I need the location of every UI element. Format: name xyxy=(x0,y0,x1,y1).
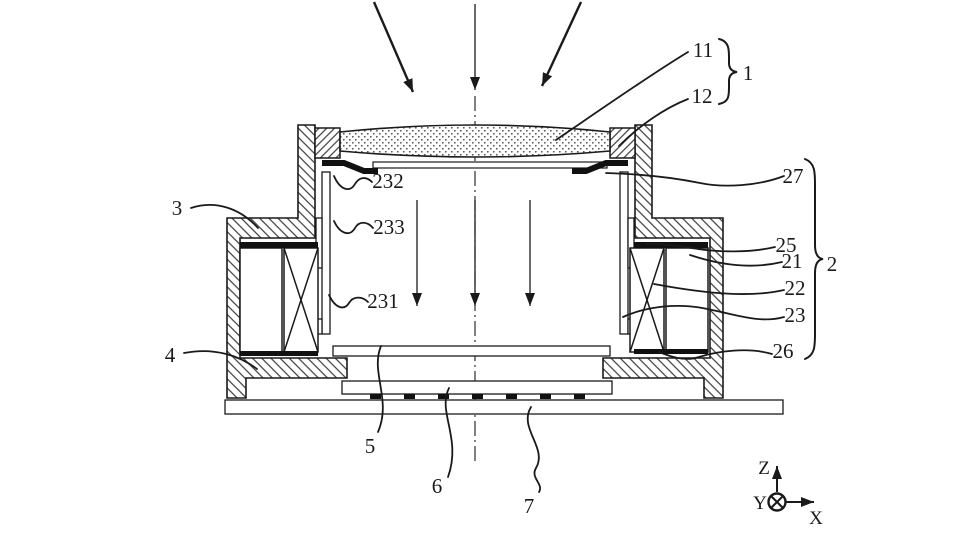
solder-bump xyxy=(370,394,381,399)
lens-element xyxy=(339,124,611,158)
leader-26 xyxy=(658,349,773,360)
ref-label-232: 232 xyxy=(372,169,404,193)
lens-clamp-right xyxy=(609,127,636,159)
ref-label-12: 12 xyxy=(692,84,713,108)
ref-label-27: 27 xyxy=(783,164,804,188)
spring-bottom-left xyxy=(240,351,318,356)
internal-ray-arrows xyxy=(412,200,535,306)
leader-21 xyxy=(689,254,783,267)
lens-clamp-left xyxy=(314,127,341,159)
ref-label-1: 1 xyxy=(743,61,754,85)
gasket-right xyxy=(572,160,628,174)
axis-label-y: Y xyxy=(753,493,767,514)
y-axis-cross-2 xyxy=(770,495,784,509)
ref-label-3: 3 xyxy=(172,196,183,220)
ref-label-23: 23 xyxy=(785,303,806,327)
axis-label-z: Z xyxy=(758,458,770,479)
actuator-left xyxy=(239,247,319,353)
magnet-left xyxy=(239,247,283,353)
ref-label-22: 22 xyxy=(785,276,806,300)
leader-22 xyxy=(653,283,785,295)
frame-bar-right xyxy=(619,171,629,335)
solder-bump xyxy=(540,394,551,399)
ref-label-233: 233 xyxy=(373,215,405,239)
leader-3 xyxy=(190,204,259,229)
lens-barrel-clamps xyxy=(314,127,636,159)
magnet-right xyxy=(665,247,709,353)
leader-6 xyxy=(444,387,454,478)
solder-bump xyxy=(404,394,415,399)
coil-left-diag2 xyxy=(283,247,319,353)
ref-label-231: 231 xyxy=(367,289,399,313)
coil-right-diag2 xyxy=(629,247,665,353)
outer-housing xyxy=(226,124,724,399)
axis-label-x: X xyxy=(809,508,823,529)
ref-label-6: 6 xyxy=(432,474,443,498)
ref-label-7: 7 xyxy=(524,494,535,518)
ref-label-11: 11 xyxy=(693,38,713,62)
spring-bottom-right xyxy=(634,349,708,354)
light-arrow-right xyxy=(540,1,583,87)
circuit-board xyxy=(224,399,784,415)
spring-top-left xyxy=(240,242,318,248)
sensor-stack xyxy=(224,345,784,415)
solder-bump xyxy=(574,394,585,399)
grouping-braces xyxy=(718,38,824,360)
leader-lines xyxy=(183,51,785,493)
incident-light-arrows xyxy=(372,1,583,93)
leader-233 xyxy=(333,220,374,235)
ref-label-25: 25 xyxy=(776,233,797,257)
gasket-left xyxy=(322,160,378,174)
solder-bump xyxy=(438,394,449,399)
light-arrow-left xyxy=(372,1,415,93)
reference-numerals: 11 12 1 27 25 21 2 22 23 26 3 232 233 23… xyxy=(165,38,838,518)
leader-231 xyxy=(328,294,369,309)
ref-label-21: 21 xyxy=(782,249,803,273)
leader-23 xyxy=(622,304,785,321)
leader-7 xyxy=(526,406,541,493)
leader-27 xyxy=(605,172,785,187)
ref-label-2: 2 xyxy=(827,252,838,276)
ref-label-4: 4 xyxy=(165,343,176,367)
housing-right-wall xyxy=(602,124,724,399)
under-lens-plate xyxy=(372,161,608,169)
leader-232 xyxy=(333,175,373,191)
coordinate-system: Z Y X xyxy=(753,458,823,529)
brace-group-2 xyxy=(804,158,824,360)
frame-bar-left xyxy=(321,171,331,335)
leader-11 xyxy=(555,51,689,141)
brace-group-1 xyxy=(718,38,738,105)
leader-12 xyxy=(618,98,689,147)
actuator-right xyxy=(629,247,709,353)
filter-plate xyxy=(332,345,611,357)
solder-bumps xyxy=(370,394,585,399)
leader-4 xyxy=(183,350,258,370)
solder-bump xyxy=(506,394,517,399)
housing-left-wall xyxy=(226,124,348,399)
solder-bump xyxy=(472,394,483,399)
leader-5 xyxy=(376,345,384,433)
sensor-chip xyxy=(341,380,613,395)
ref-label-5: 5 xyxy=(365,434,376,458)
ref-label-26: 26 xyxy=(773,339,794,363)
leader-25 xyxy=(645,242,776,253)
